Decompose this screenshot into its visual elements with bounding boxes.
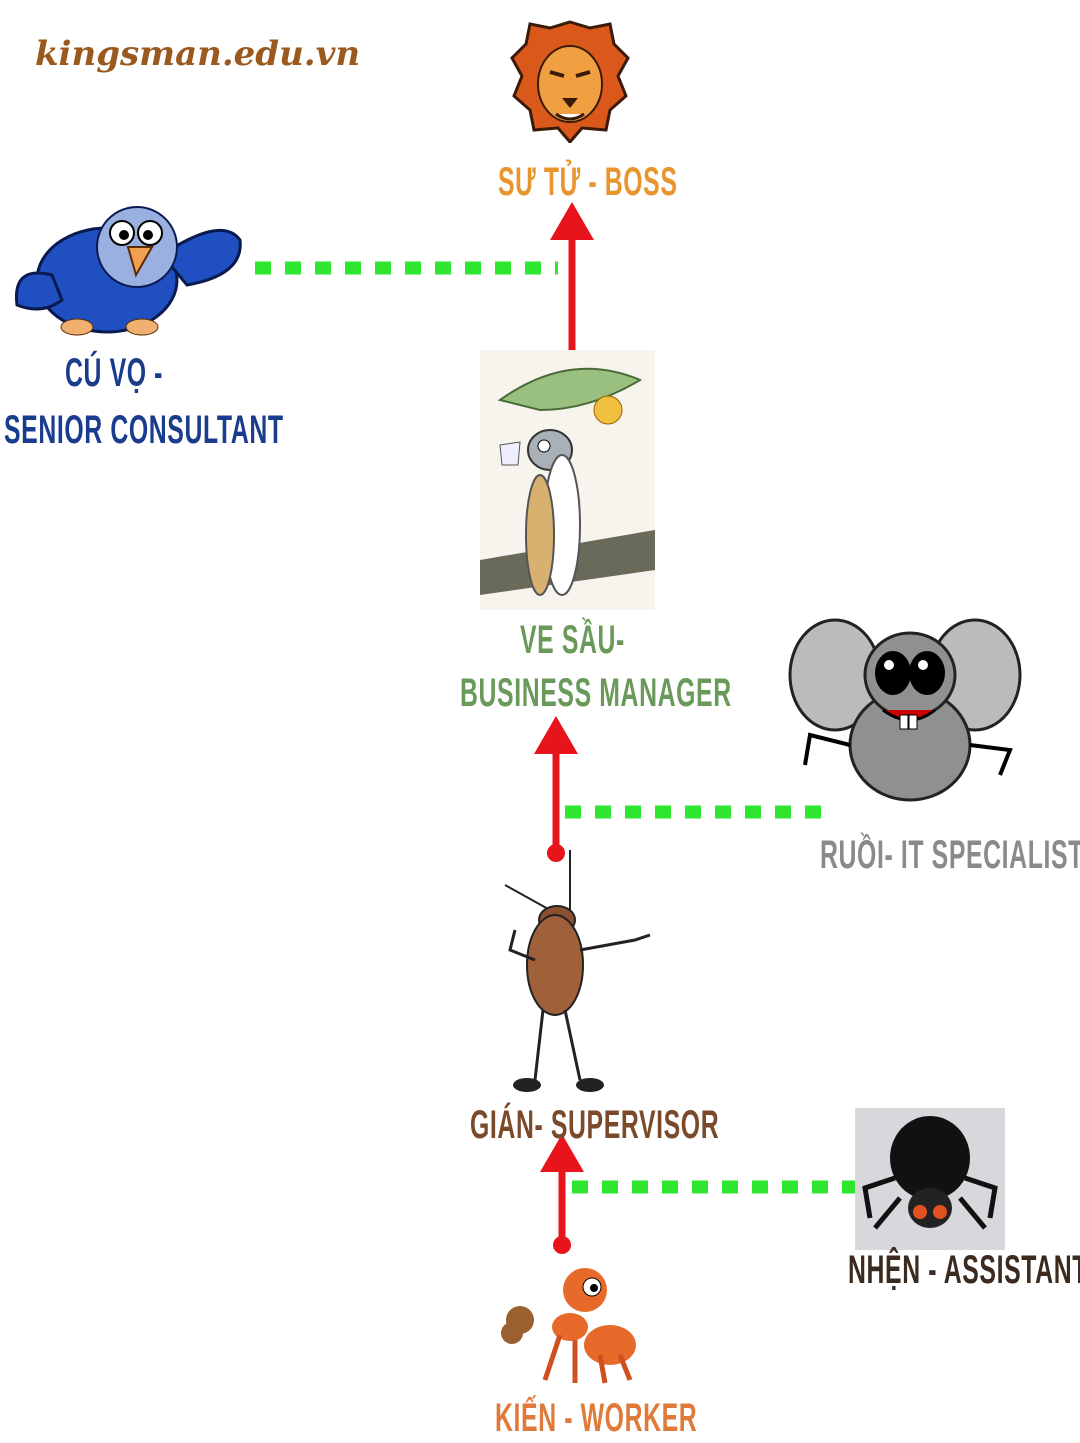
consultant-label-line2: SENIOR CONSULTANT <box>4 408 284 452</box>
supervisor-label: GIÁN- SUPERVISOR <box>470 1103 720 1147</box>
red-arrow-manager-to-boss <box>550 202 594 371</box>
ant-icon <box>501 1268 636 1384</box>
spider-icon <box>855 1108 1005 1250</box>
cockroach-icon <box>504 850 651 1092</box>
red-arrow-supervisor-to-manager <box>534 716 578 862</box>
fly-icon <box>788 618 1022 802</box>
lion-icon <box>510 20 630 143</box>
manager-label-line2: BUSINESS MANAGER <box>460 671 732 715</box>
site-logo: kingsman.edu.vn <box>35 34 361 74</box>
worker-label: KIẾN - WORKER <box>495 1396 698 1440</box>
cicada-icon <box>480 350 655 610</box>
owl-icon <box>14 206 242 336</box>
consultant-label-line1: CÚ VỌ - <box>65 351 164 395</box>
manager-label-line1: VE SẦU- <box>520 618 625 662</box>
assistant-label: NHỆN - ASSISTANT <box>848 1248 1080 1292</box>
it-label: RUỒI- IT SPECIALIST <box>820 833 1080 877</box>
red-arrow-worker-to-supervisor <box>540 1134 584 1254</box>
boss-label: SƯ TỬ - BOSS <box>498 160 678 204</box>
